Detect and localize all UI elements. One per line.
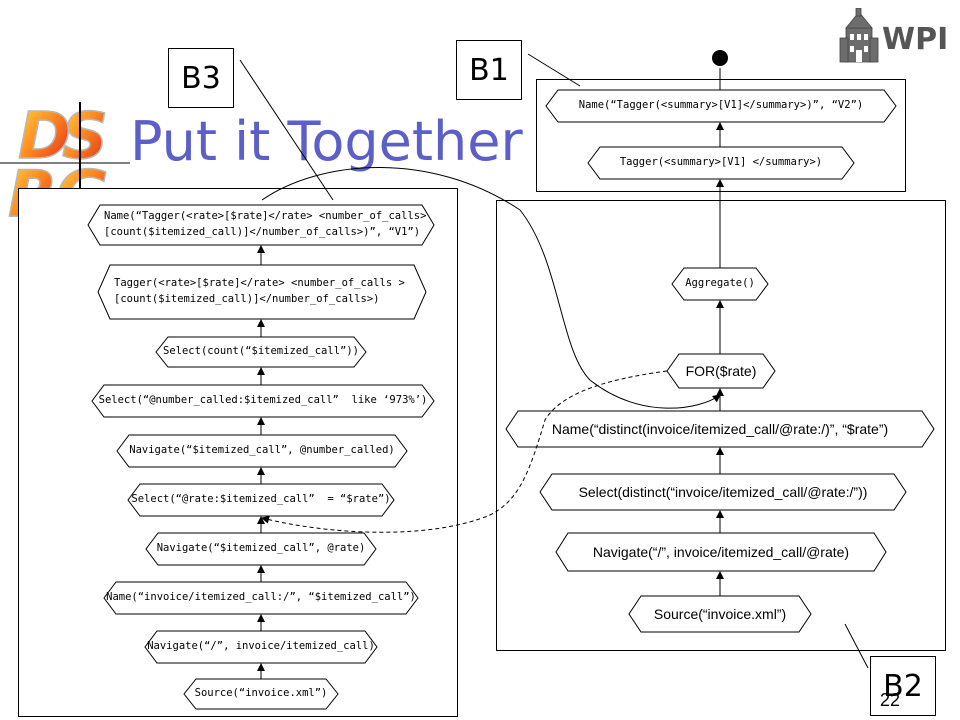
b2-node-name-distinct: Name(“distinct(invoice/itemized_call/@ra… [551, 420, 889, 437]
b3-node-navigate-rate: Navigate(“$itemized_call”, @rate) [156, 542, 366, 555]
wpi-logo-text: WPI [882, 22, 949, 57]
svg-text:S: S [62, 100, 108, 174]
b1-node-tagger: Tagger(<summary>[V1] </summary>) [619, 156, 823, 169]
label-b1: B1 [456, 40, 522, 100]
wpi-logo [839, 8, 879, 63]
b2-node-source: Source(“invoice.xml”) [653, 605, 787, 622]
b3-node-select-number-called: Select(“@number_called:$itemized_call” l… [98, 394, 428, 407]
b1-node-name-v2: Name(“Tagger(<summary>[V1]</summary>)”, … [578, 99, 864, 112]
b3-node-name-itemized-call: Name(“invoice/itemized_call:/”, “$itemiz… [106, 591, 416, 604]
b3-node-source: Source(“invoice.xml”) [194, 687, 328, 700]
b2-node-for-rate: FOR($rate) [685, 362, 757, 379]
b3-node-name-v1: Name(“Tagger(<rate>[$rate]</rate> <numbe… [104, 210, 427, 238]
b2-node-aggregate: Aggregate() [685, 277, 755, 290]
b1-top-dot [712, 50, 728, 66]
svg-text:D: D [18, 100, 71, 174]
b3-node-tagger: Tagger(<rate>[$rate]</rate> <number_of_c… [114, 277, 405, 305]
b3-node-navigate-number-called: Navigate(“$itemized_call”, @number_calle… [129, 444, 395, 457]
label-b3: B3 [168, 48, 234, 108]
b2-node-select-distinct: Select(distinct(“invoice/itemized_call/@… [578, 483, 868, 500]
b3-node-select-rate: Select(“@rate:$itemized_call” = “$rate”) [131, 493, 391, 506]
b3-node-select-count: Select(count(“$itemized_call”)) [163, 345, 359, 358]
page-number: 22 [880, 690, 901, 710]
slide-title: Put it Together [130, 110, 523, 173]
b3-node-navigate-itemized-call: Navigate(“/”, invoice/itemized_call) [147, 640, 375, 653]
label-b2: B2 [870, 656, 936, 716]
b2-node-navigate-rate: Navigate(“/”, invoice/itemized_call/@rat… [592, 543, 850, 560]
